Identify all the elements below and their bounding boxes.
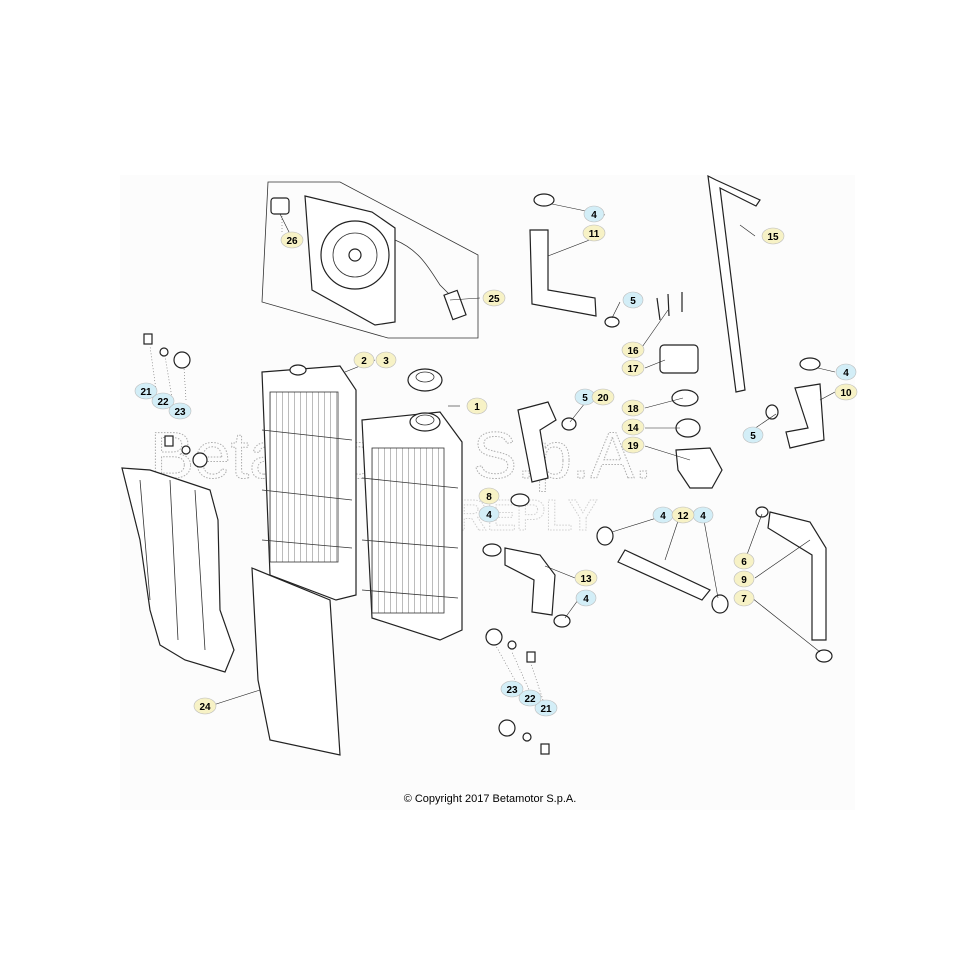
- svg-text:18: 18: [627, 404, 639, 415]
- svg-text:22: 22: [157, 397, 169, 408]
- thermostat-housing: [659, 344, 723, 489]
- svg-text:11: 11: [589, 229, 600, 240]
- callout-24: 24: [193, 697, 217, 715]
- callout-4d: 4: [652, 506, 674, 524]
- svg-text:4: 4: [486, 510, 492, 521]
- callout-10: 10: [834, 383, 858, 401]
- svg-text:10: 10: [840, 388, 852, 399]
- callout-20: 20: [591, 388, 615, 406]
- svg-text:4: 4: [843, 368, 849, 379]
- callout-15: 15: [761, 227, 785, 245]
- svg-text:5: 5: [582, 393, 588, 404]
- svg-text:5: 5: [750, 431, 756, 442]
- svg-text:8: 8: [486, 492, 492, 503]
- svg-text:16: 16: [627, 346, 639, 357]
- callout-11: 11: [582, 224, 606, 242]
- svg-text:4: 4: [700, 511, 706, 522]
- radiator-guard: [251, 567, 341, 756]
- callout-21b: 21: [534, 699, 558, 717]
- callout-22b: 22: [518, 689, 542, 707]
- svg-text:21: 21: [140, 387, 152, 398]
- callout-23a: 23: [168, 402, 192, 420]
- callout-14: 14: [621, 418, 645, 436]
- svg-text:2: 2: [361, 356, 367, 367]
- callout-18: 18: [621, 399, 645, 417]
- svg-text:14: 14: [627, 423, 639, 434]
- callout-9: 9: [733, 570, 755, 588]
- callout-21a: 21: [134, 382, 158, 400]
- callout-6: 6: [733, 552, 755, 570]
- svg-text:22: 22: [524, 694, 536, 705]
- svg-text:20: 20: [597, 393, 609, 404]
- radiator-cap: [407, 368, 443, 392]
- callout-8: 8: [478, 487, 500, 505]
- callout-4a: 4: [583, 205, 605, 223]
- svg-text:4: 4: [660, 511, 666, 522]
- hoses: [504, 174, 827, 641]
- svg-text:19: 19: [627, 441, 639, 452]
- svg-text:4: 4: [583, 594, 589, 605]
- svg-text:4: 4: [591, 210, 597, 221]
- svg-text:15: 15: [767, 232, 779, 243]
- svg-text:1: 1: [474, 402, 480, 413]
- svg-text:7: 7: [741, 594, 747, 605]
- callout-17: 17: [621, 359, 645, 377]
- callout-12: 12: [671, 506, 695, 524]
- callout-4c: 4: [478, 505, 500, 523]
- svg-text:21: 21: [540, 704, 552, 715]
- svg-text:23: 23: [174, 407, 186, 418]
- callout-26: 26: [280, 231, 304, 249]
- callout-5a: 5: [622, 291, 644, 309]
- callout-25: 25: [482, 289, 506, 307]
- svg-text:13: 13: [580, 574, 592, 585]
- callout-19: 19: [621, 436, 645, 454]
- copyright-text: © Copyright 2017 Betamotor S.p.A.: [403, 793, 577, 805]
- svg-text:9: 9: [741, 575, 747, 586]
- svg-text:23: 23: [506, 685, 518, 696]
- callouts: 1 2 3 4 4 4 4 4 4 5 5 5 6 7 8 9 10 11 12…: [134, 205, 858, 717]
- svg-text:26: 26: [286, 236, 298, 247]
- svg-text:25: 25: [488, 294, 500, 305]
- callout-5c: 5: [742, 426, 764, 444]
- callout-7: 7: [733, 589, 755, 607]
- callout-23b: 23: [500, 680, 524, 698]
- svg-text:6: 6: [741, 557, 747, 568]
- callout-4e: 4: [692, 506, 714, 524]
- left-radiator: [261, 364, 357, 601]
- callout-13: 13: [574, 569, 598, 587]
- callout-16: 16: [621, 341, 645, 359]
- svg-text:24: 24: [199, 702, 211, 713]
- callout-1: 1: [466, 397, 488, 415]
- svg-text:17: 17: [627, 364, 639, 375]
- radiator-shroud: [121, 467, 235, 673]
- callout-2: 2: [353, 351, 375, 369]
- callout-4b: 4: [835, 363, 857, 381]
- svg-text:5: 5: [630, 296, 636, 307]
- callout-3: 3: [375, 351, 397, 369]
- fan-assembly: [261, 181, 479, 339]
- svg-text:12: 12: [677, 511, 689, 522]
- svg-text:3: 3: [383, 356, 389, 367]
- clamps: [143, 193, 833, 755]
- right-radiator: [361, 411, 463, 641]
- callout-4f: 4: [575, 589, 597, 607]
- callout-22a: 22: [151, 392, 175, 410]
